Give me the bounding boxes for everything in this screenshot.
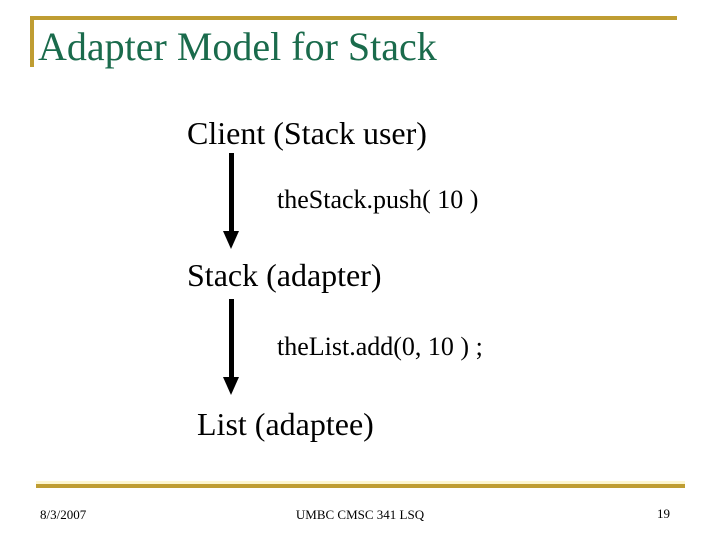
title-top-rule	[30, 16, 677, 20]
footer-date: 8/3/2007	[40, 507, 87, 522]
down-arrowhead-icon	[223, 377, 239, 395]
title-left-accent-bar	[30, 16, 34, 67]
footer-course-label: UMBC CMSC 341 LSQ	[295, 507, 425, 522]
node-client: Client (Stack user)	[187, 115, 427, 151]
footer-page-number: 19	[657, 506, 670, 521]
slide-title: Adapter Model for Stack	[38, 24, 437, 69]
arrow-shaft	[228, 299, 234, 377]
call-the-stack-push: theStack.push( 10 )	[277, 185, 479, 214]
node-list-adaptee: List (adaptee)	[197, 406, 374, 442]
footer-rule	[36, 484, 685, 488]
arrow-stack-to-list	[223, 299, 239, 395]
arrow-shaft	[228, 153, 234, 231]
down-arrowhead-icon	[223, 231, 239, 249]
node-stack-adapter: Stack (adapter)	[187, 257, 382, 293]
footer-rule-highlight	[36, 481, 685, 484]
call-the-list-add: theList.add(0, 10 ) ;	[277, 332, 483, 361]
arrow-client-to-stack	[223, 153, 239, 249]
